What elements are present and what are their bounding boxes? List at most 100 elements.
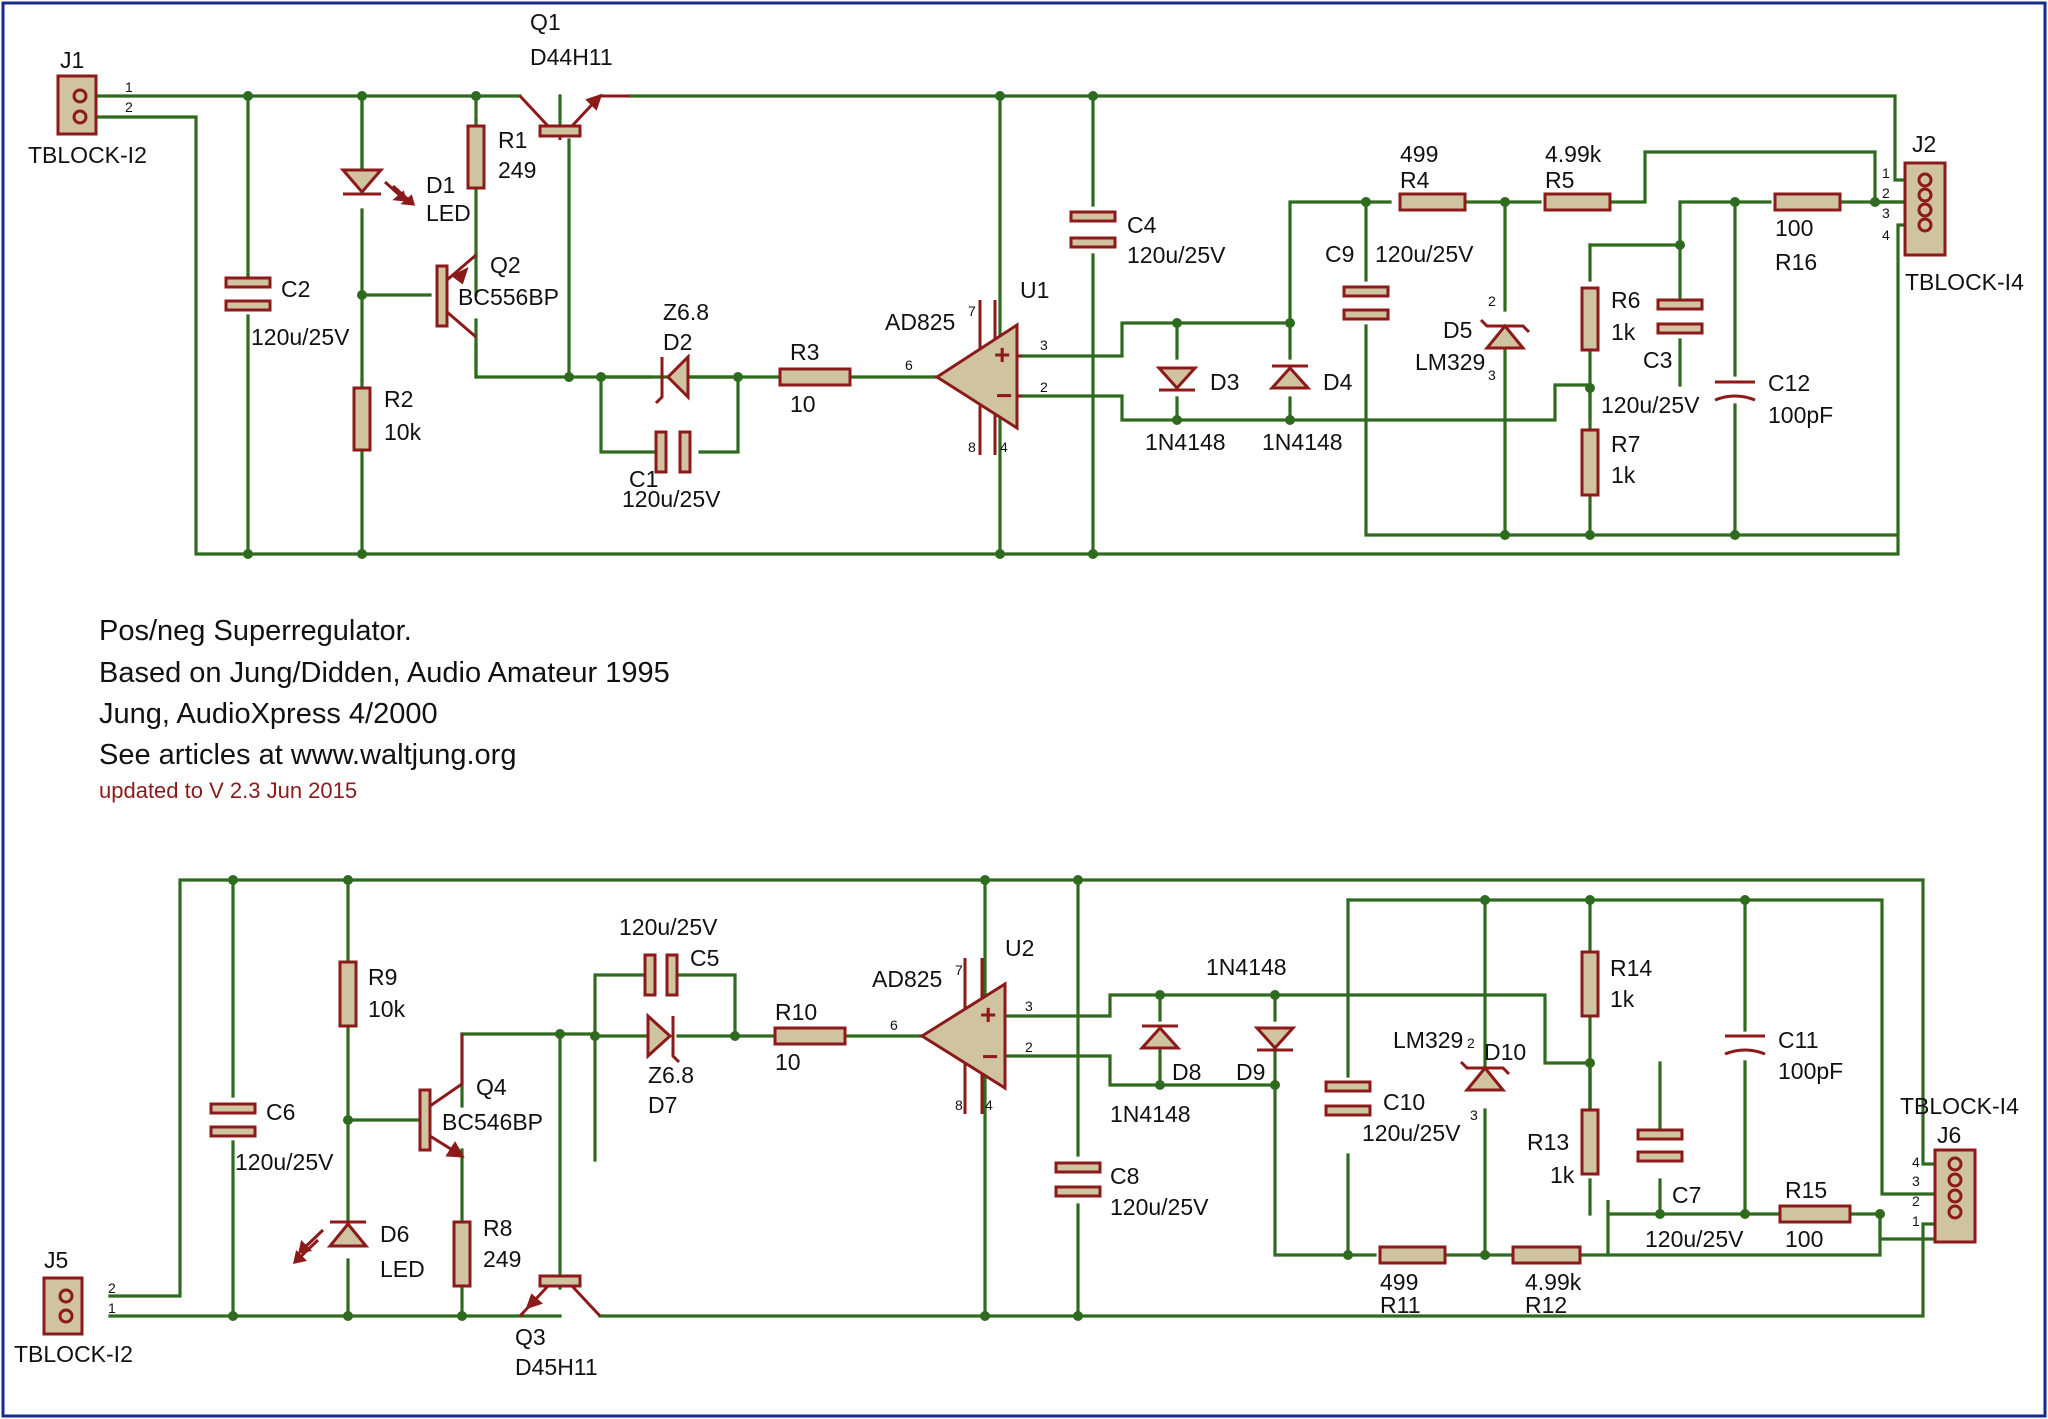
capacitor-c11: C11 100pF <box>1724 1027 1843 1084</box>
svg-text:+: + <box>980 999 996 1030</box>
q4-ref: Q4 <box>476 1074 507 1100</box>
resistor-r16: 100 R16 <box>1773 192 1842 275</box>
r16-value: 100 <box>1775 215 1813 241</box>
c4-ref: C4 <box>1127 212 1157 238</box>
c9-ref: C9 <box>1325 241 1354 267</box>
d10-pin2: 2 <box>1467 1035 1475 1051</box>
r7-value: 1k <box>1611 462 1636 488</box>
j6-pin2: 2 <box>1912 1193 1920 1209</box>
capacitor-c4: C4 120u/25V <box>1069 210 1226 268</box>
c2-ref: C2 <box>281 276 310 302</box>
r5-ref: R5 <box>1545 167 1574 193</box>
transistor-q4: Q4 BC546BP <box>418 1034 543 1158</box>
j6-pin3: 3 <box>1912 1173 1920 1189</box>
diode-d3: D3 1N4148 <box>1145 366 1239 455</box>
r6-value: 1k <box>1611 319 1636 345</box>
j5-value: TBLOCK-I2 <box>14 1341 133 1367</box>
j6-pin4: 4 <box>1912 1154 1920 1170</box>
resistor-r14: R14 1k <box>1580 950 1652 1018</box>
connector-j1: 1 2 J1 TBLOCK-I2 <box>28 47 147 168</box>
j2-pin4: 4 <box>1882 227 1890 243</box>
d5-value: LM329 <box>1415 349 1485 375</box>
q3-value: D45H11 <box>515 1354 598 1380</box>
resistor-r5: 4.99k R5 <box>1543 141 1612 212</box>
d2-value: Z6.8 <box>663 299 709 325</box>
r15-value: 100 <box>1785 1226 1823 1252</box>
capacitor-c5: 120u/25V C5 <box>619 914 719 997</box>
resistor-r15: R15 100 <box>1778 1177 1852 1252</box>
note-line-2: Based on Jung/Didden, Audio Amateur 1995 <box>99 657 670 689</box>
u1-pin-4: 4 <box>1000 439 1008 455</box>
note-line-4: See articles at www.waltjung.org <box>99 739 516 771</box>
r16-ref: R16 <box>1775 249 1817 275</box>
u1-pin-2: 2 <box>1040 379 1048 395</box>
d7-ref: D7 <box>648 1092 677 1118</box>
d8-ref: D8 <box>1172 1059 1201 1085</box>
d9-ref: D9 <box>1236 1059 1265 1085</box>
resistor-r8: R8 249 <box>452 1215 521 1288</box>
capacitor-c7: C7 120u/25V <box>1636 1128 1744 1252</box>
r12-ref: R12 <box>1525 1292 1567 1318</box>
resistor-r10: R10 10 <box>773 999 847 1075</box>
d1-value: LED <box>426 200 471 226</box>
q1-ref: Q1 <box>530 9 561 35</box>
note-title: Pos/neg Superregulator. <box>99 615 412 647</box>
j2-value: TBLOCK-I4 <box>1905 269 2024 295</box>
r9-value: 10k <box>368 996 406 1022</box>
r8-value: 249 <box>483 1246 521 1272</box>
d4-value: 1N4148 <box>1262 429 1343 455</box>
d5-ref: D5 <box>1443 317 1472 343</box>
d10-pin3: 3 <box>1470 1107 1478 1123</box>
u1-pin-8: 8 <box>968 439 976 455</box>
d8-value: 1N4148 <box>1110 1101 1191 1127</box>
transistor-q2: Q2 BC556BP <box>435 252 559 339</box>
resistor-r7: R7 1k <box>1580 428 1640 497</box>
capacitor-c8: C8 120u/25V <box>1054 1161 1209 1220</box>
reference-d10: 2 3 LM329 D10 <box>1393 1027 1526 1123</box>
r10-ref: R10 <box>775 999 817 1025</box>
j1-value: TBLOCK-I2 <box>28 142 147 168</box>
c3-ref: C3 <box>1643 347 1672 373</box>
r2-ref: R2 <box>384 386 413 412</box>
d10-ref: D10 <box>1484 1039 1526 1065</box>
u2-pin-2: 2 <box>1025 1039 1033 1055</box>
u2-pin-6: 6 <box>890 1017 898 1033</box>
resistor-r4: 499 R4 <box>1398 141 1467 212</box>
opamp-u2: + − 6 3 2 7 8 4 AD825 U2 <box>872 935 1034 1114</box>
r6-ref: R6 <box>1611 287 1640 313</box>
notes-block: Pos/neg Superregulator. Based on Jung/Di… <box>99 615 670 803</box>
r10-value: 10 <box>775 1049 801 1075</box>
svg-text:−: − <box>996 380 1012 411</box>
note-line-3: Jung, AudioXpress 4/2000 <box>99 698 438 730</box>
r5-value: 4.99k <box>1545 141 1602 167</box>
svg-text:+: + <box>994 339 1010 370</box>
j2-pin2: 2 <box>1882 185 1890 201</box>
led-d6: D6 LED <box>293 1220 425 1282</box>
c3-value: 120u/25V <box>1601 392 1700 418</box>
q1-value: D44H11 <box>530 44 613 70</box>
r3-value: 10 <box>790 391 816 417</box>
capacitor-c2: C2 120u/25V <box>224 274 350 350</box>
c1-value: 120u/25V <box>622 486 721 512</box>
transistor-q3: Q3 D45H11 <box>515 1274 602 1380</box>
transistor-q1: Q1 D44H11 <box>518 9 630 140</box>
d5-pin3: 3 <box>1488 367 1496 383</box>
j6-ref: J6 <box>1937 1122 1961 1148</box>
u2-pin-4: 4 <box>985 1097 993 1113</box>
diode-d9: D9 1N4148 <box>1206 954 1297 1085</box>
capacitor-c10: C10 120u/25V <box>1324 1080 1461 1146</box>
c5-ref: C5 <box>690 945 719 971</box>
connector-j5: 2 1 J5 TBLOCK-I2 <box>14 1247 133 1367</box>
resistor-r9: R9 10k <box>338 960 406 1028</box>
u1-pin-7: 7 <box>968 303 976 319</box>
resistor-r11: 499 R11 <box>1378 1245 1447 1318</box>
resistor-r1: R1 249 <box>466 124 536 190</box>
c8-ref: C8 <box>1110 1163 1139 1189</box>
j2-ref: J2 <box>1912 131 1936 157</box>
r14-value: 1k <box>1610 986 1635 1012</box>
u1-value: AD825 <box>885 309 955 335</box>
u2-pin-7: 7 <box>955 962 963 978</box>
j1-pin1: 1 <box>125 79 133 95</box>
